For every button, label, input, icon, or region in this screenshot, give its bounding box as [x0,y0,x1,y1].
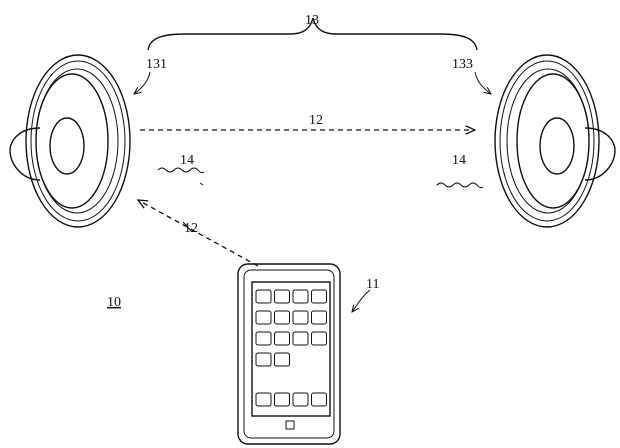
label-14-right: 14 [452,153,466,168]
app-icon [292,331,309,346]
speaker-group-brace [147,17,478,51]
home-button-icon [285,420,295,430]
app-icon [292,289,309,304]
wave-left-icon [157,167,205,174]
dock-icon [292,392,309,407]
wave-left-tick [199,182,204,186]
phone-device [237,263,341,445]
dock-icon [274,392,290,407]
app-icon [255,289,272,304]
label-131: 131 [146,57,167,72]
app-icon [255,352,272,367]
label-12-left: 12 [184,221,198,236]
app-icon [255,331,272,346]
leader-133 [474,71,491,94]
left-speaker [9,54,131,228]
app-icon [274,352,290,367]
leader-12-left [182,221,193,233]
app-icon [292,310,309,325]
leader-11 [352,289,371,312]
label-13: 13 [305,13,319,28]
dock-icon [255,392,272,407]
wave-right-icon [436,182,484,189]
app-icon [311,331,327,346]
app-icon [311,310,327,325]
app-icon [274,310,290,325]
app-icon [255,310,272,325]
label-133: 133 [452,57,473,72]
dock-icon [311,392,327,407]
label-12-top: 12 [309,113,323,128]
signal-line-left [138,200,259,267]
wave-right-tick [436,182,441,186]
phone-app-grid [255,289,327,407]
app-icon [274,289,290,304]
app-icon [311,289,327,304]
label-10: 10 [107,295,121,310]
leader-131 [134,71,151,94]
label-11: 11 [366,277,379,292]
label-14-left: 14 [180,153,194,168]
app-icon [274,331,290,346]
right-speaker [494,54,616,228]
